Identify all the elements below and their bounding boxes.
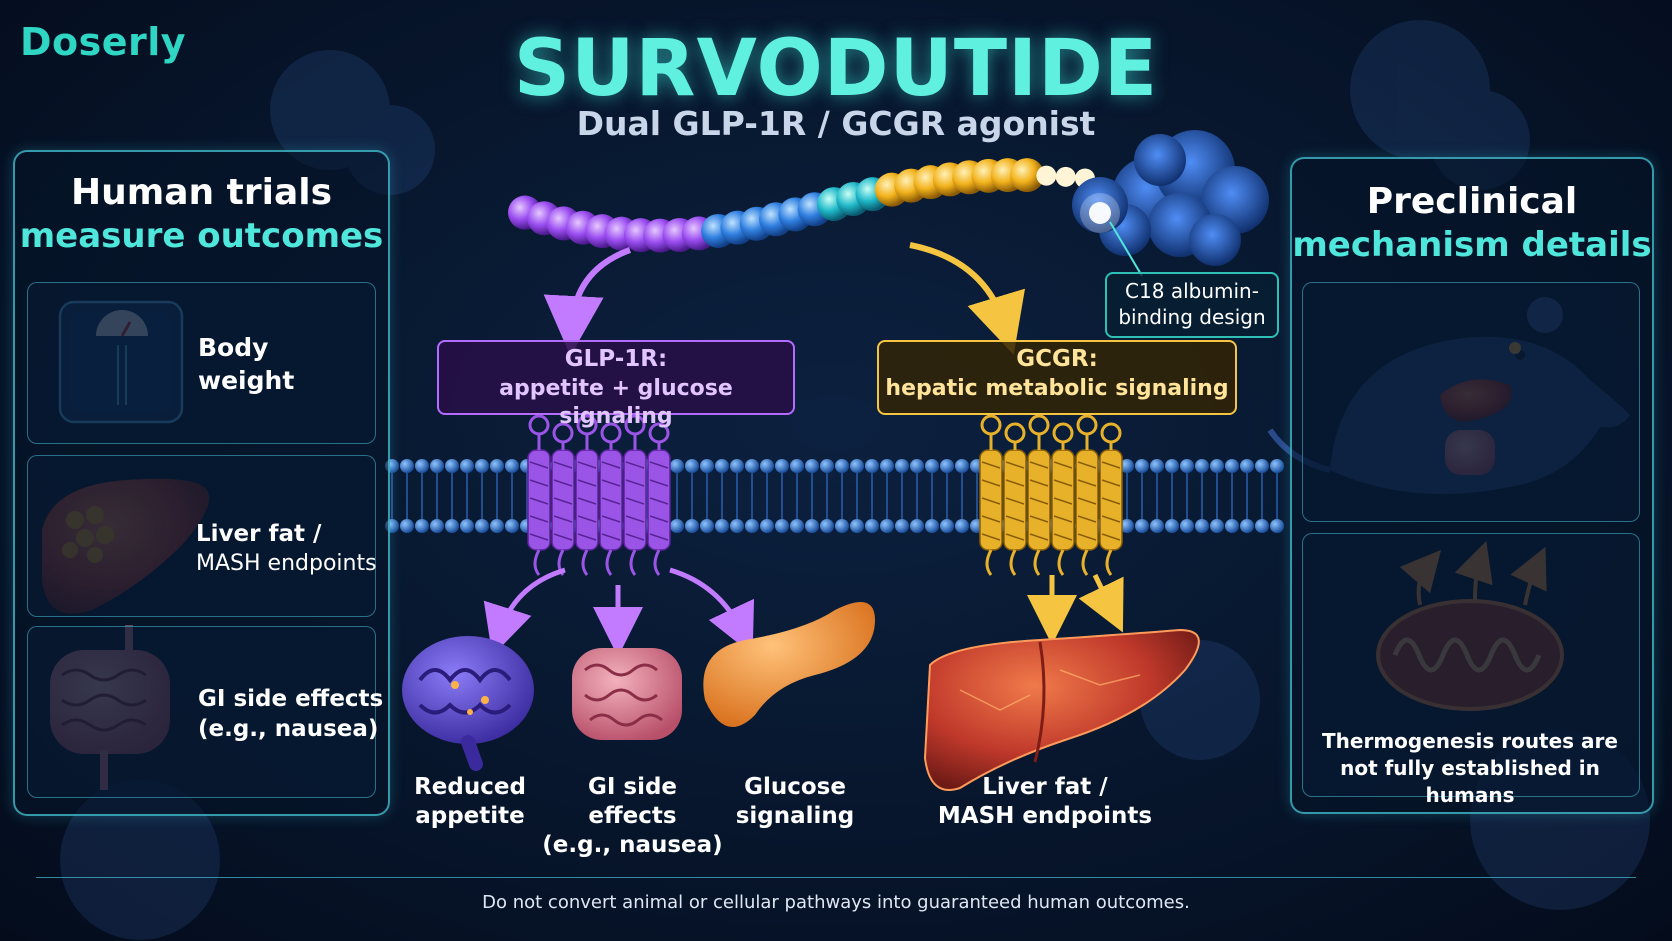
intestine-icon-center	[572, 648, 682, 740]
outcome-liver-line1: Liver fat /	[982, 774, 1108, 800]
footer-divider	[36, 877, 1636, 878]
page-title: SURVODUTIDE	[513, 24, 1159, 114]
thermogenesis-note-line2: not fully established in humans	[1340, 756, 1600, 807]
card-liver-fat-line1: Liver fat /	[196, 521, 322, 547]
footer-disclaimer: Do not convert animal or cellular pathwa…	[482, 892, 1190, 913]
arrow-to-glucose	[669, 567, 755, 655]
outcome-gi-side-effects: GI side effects (e.g., nausea)	[540, 773, 725, 859]
human-trials-title-line1: Human trials	[70, 172, 333, 213]
outcome-glucose-line1: Glucose	[744, 774, 846, 800]
glp1r-subtitle: appetite + glucose signaling	[499, 375, 733, 430]
outcome-gi-line2: (e.g., nausea)	[542, 831, 723, 858]
albumin-label-line1: C18 albumin-	[1125, 279, 1259, 303]
card-body-weight	[27, 282, 376, 444]
thermogenesis-note: Thermogenesis routes are not fully estab…	[1302, 728, 1638, 809]
outcome-liver-line2: MASH endpoints	[937, 802, 1153, 829]
card-gi-line1: GI side effects	[198, 686, 384, 712]
card-gi-label: GI side effects (e.g., nausea)	[198, 685, 383, 745]
glp1r-title: GLP-1R:	[564, 346, 668, 372]
outcome-glucose-line2: signaling	[735, 802, 855, 829]
thermogenesis-note-line1: Thermogenesis routes are	[1322, 729, 1618, 753]
brain-icon	[402, 636, 534, 771]
liver-icon-center	[923, 628, 1200, 791]
albumin-pointer	[1109, 221, 1143, 277]
card-liver-fat-label: Liver fat / MASH endpoints	[196, 520, 377, 578]
human-trials-title: Human trials measure outcomes	[15, 170, 388, 258]
human-trials-title-line2: measure outcomes	[19, 216, 384, 256]
albumin-icon	[1072, 130, 1269, 266]
card-gi-line2: (e.g., nausea)	[198, 715, 379, 742]
page-subtitle: Dual GLP-1R / GCGR agonist	[576, 104, 1096, 143]
outcome-liver-fat-mash: Liver fat / MASH endpoints	[935, 773, 1155, 831]
card-gi-side-effects	[27, 626, 376, 798]
outcome-reduced-appetite-line1: Reduced	[414, 774, 526, 800]
gcgr-receptor-icon	[979, 414, 1123, 576]
arrow-to-glp1r	[543, 247, 632, 356]
albumin-label: C18 albumin- binding design	[1105, 272, 1279, 338]
preclinical-title: Preclinical mechanism details	[1292, 179, 1652, 267]
gcgr-subtitle: hepatic metabolic signaling	[885, 375, 1229, 401]
brand-logo: Doserly	[20, 20, 187, 64]
peptide-chain	[508, 158, 1095, 253]
outcome-gi-line1: GI side effects	[587, 774, 678, 829]
preclinical-title-line2: mechanism details	[1292, 225, 1652, 265]
preclinical-title-line1: Preclinical	[1366, 181, 1578, 222]
card-liver-fat	[27, 455, 376, 617]
arrow-to-appetite	[483, 567, 566, 656]
card-body-weight-label: Body weight	[198, 332, 294, 397]
card-mitochondria	[1302, 533, 1640, 797]
card-liver-fat-line2: MASH endpoints	[196, 550, 377, 576]
cell-membrane	[385, 459, 1284, 533]
gcgr-label: GCGR: hepatic metabolic signaling	[877, 340, 1237, 415]
glp1r-receptor-icon	[527, 414, 671, 576]
outcome-glucose-signaling: Glucose signaling	[725, 773, 865, 831]
card-body-weight-line2: weight	[198, 365, 295, 395]
outcome-reduced-appetite-line2: appetite	[415, 802, 525, 829]
outcome-reduced-appetite: Reduced appetite	[400, 773, 540, 831]
pancreas-icon	[703, 602, 875, 727]
arrow-to-liver-b	[1078, 573, 1124, 633]
glp1r-label: GLP-1R: appetite + glucose signaling	[437, 340, 795, 429]
albumin-label-line2: binding design	[1118, 305, 1266, 329]
gcgr-title: GCGR:	[1016, 346, 1098, 372]
card-body-weight-line1: Body	[198, 333, 269, 362]
arrow-to-gcgr	[909, 242, 1025, 355]
card-mouse	[1302, 282, 1640, 522]
